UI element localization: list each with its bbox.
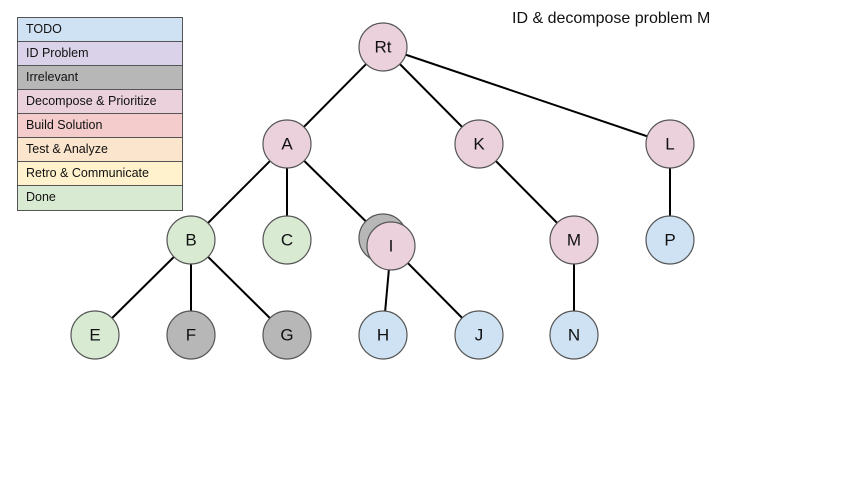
legend-item-build-solution: Build Solution (18, 114, 182, 138)
node-circle-j (454, 310, 504, 360)
node-label-n: N (568, 326, 580, 345)
node-b: B (166, 215, 216, 265)
node-label-a: A (281, 135, 293, 154)
edge-rt-l (382, 46, 671, 145)
node-label-p: P (664, 231, 675, 250)
node-p: P (645, 215, 695, 265)
node-circle-h (358, 310, 408, 360)
diagram-title: ID & decompose problem M (512, 10, 711, 27)
legend-item-done: Done (18, 186, 182, 210)
legend: TODO ID Problem Irrelevant Decompose & P… (17, 17, 183, 211)
legend-item-test-analyze: Test & Analyze (18, 138, 182, 162)
node-circle-k (454, 119, 504, 169)
node-f: F (166, 310, 216, 360)
node-a: A (262, 119, 312, 169)
node-label-g: G (280, 326, 293, 345)
node-circle-m (549, 215, 599, 265)
node-i: I (366, 221, 416, 271)
node-label-l: L (665, 135, 674, 154)
node-circle-f (166, 310, 216, 360)
node-rt: Rt (358, 22, 408, 72)
node-circle-c (262, 215, 312, 265)
node-label-h: H (377, 326, 389, 345)
node-label-c: C (281, 231, 293, 250)
node-label-i: I (389, 237, 394, 256)
node-circle-g (262, 310, 312, 360)
legend-item-retro-communicate: Retro & Communicate (18, 162, 182, 186)
node-circle-e (70, 310, 120, 360)
nodes-layer: RtA K L B C I M P E F G H J N (70, 22, 695, 360)
node-circle-l (645, 119, 695, 169)
node-e: E (70, 310, 120, 360)
node-label-m: M (567, 231, 581, 250)
node-circle-rt (358, 22, 408, 72)
legend-item-decompose-prioritize: Decompose & Prioritize (18, 90, 182, 114)
node-label-rt: Rt (375, 38, 392, 57)
node-label-b: B (185, 231, 196, 250)
node-label-j: J (475, 326, 484, 345)
edges-layer (94, 46, 671, 336)
node-circle-p (645, 215, 695, 265)
node-j: J (454, 310, 504, 360)
node-n: N (549, 310, 599, 360)
node-l: L (645, 119, 695, 169)
node-label-e: E (89, 326, 100, 345)
node-h: H (358, 310, 408, 360)
legend-item-todo: TODO (18, 18, 182, 42)
node-c: C (262, 215, 312, 265)
legend-item-irrelevant: Irrelevant (18, 66, 182, 90)
node-label-f: F (186, 326, 196, 345)
node-label-k: K (473, 135, 485, 154)
node-k: K (454, 119, 504, 169)
node-circle-a (262, 119, 312, 169)
node-circle-b (166, 215, 216, 265)
node-circle-n (549, 310, 599, 360)
node-g: G (262, 310, 312, 360)
node-circle-i (366, 221, 416, 271)
node-m: M (549, 215, 599, 265)
legend-item-id-problem: ID Problem (18, 42, 182, 66)
